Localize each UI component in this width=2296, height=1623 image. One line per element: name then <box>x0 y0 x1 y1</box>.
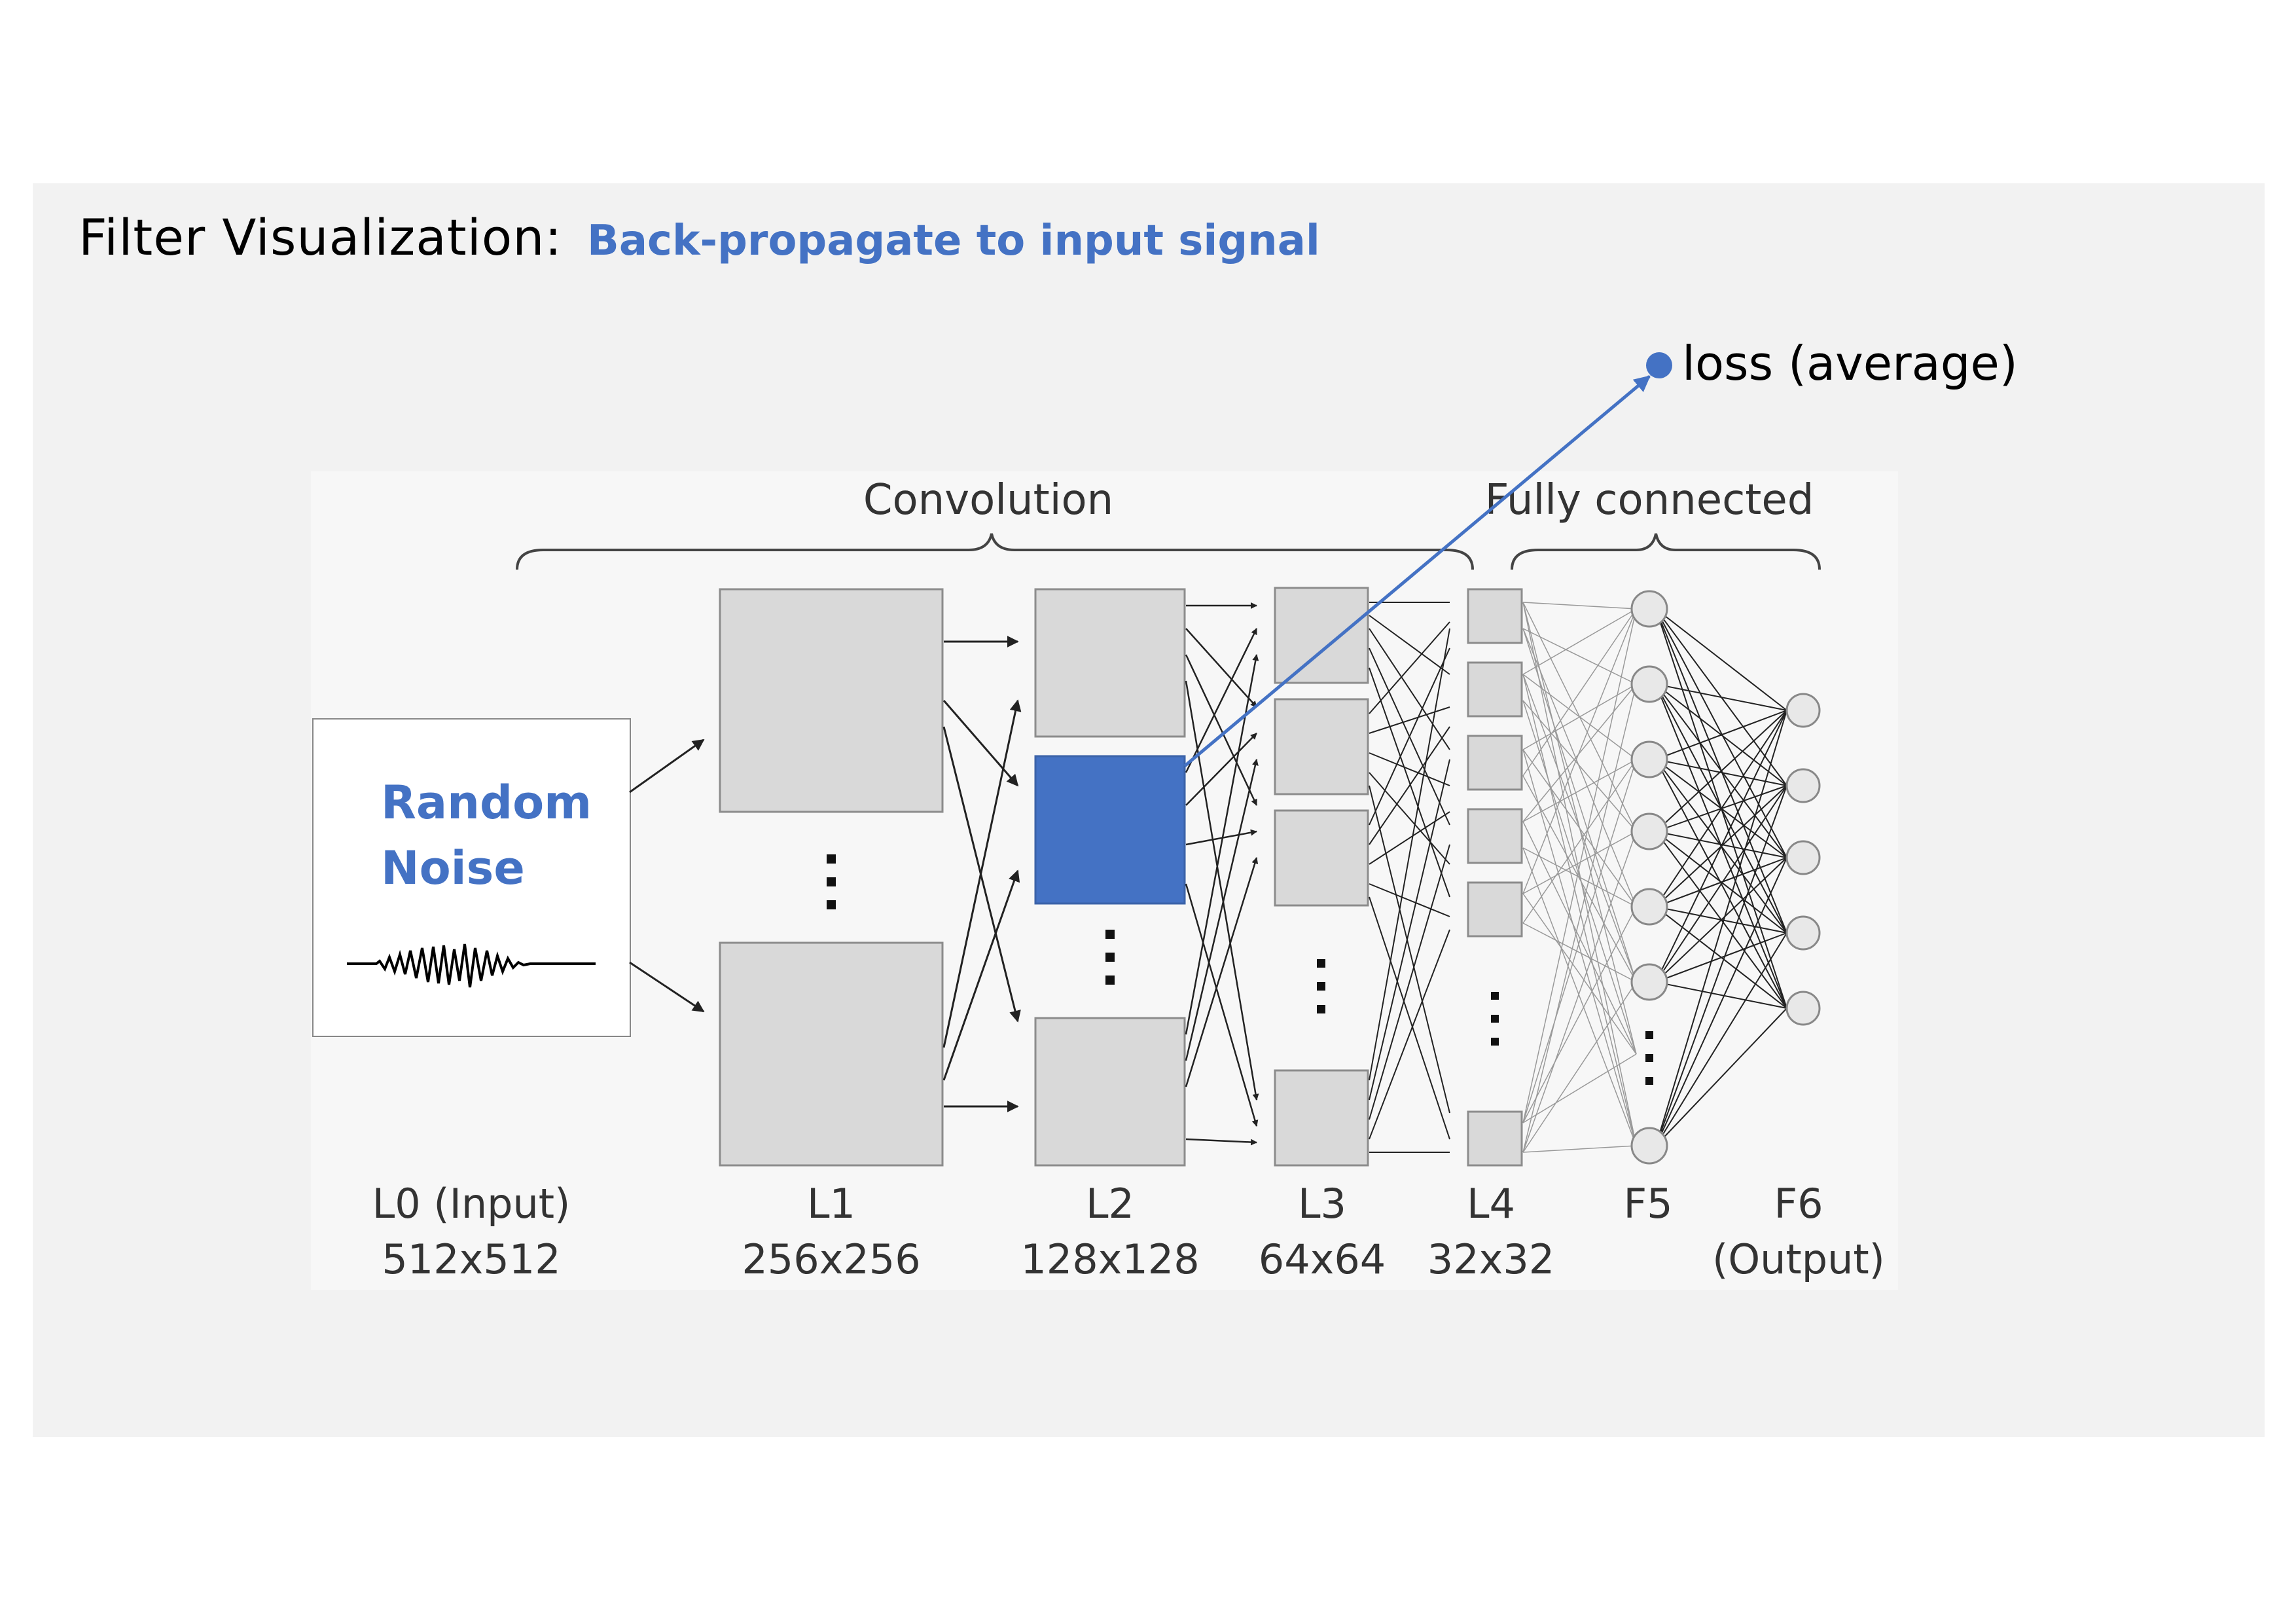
f6-neurons <box>1785 693 1821 1026</box>
layer-name-l2: L2 <box>1086 1180 1134 1228</box>
l4-maps <box>1467 588 1523 1167</box>
slide-subtitle: Back-propagate to input signal <box>587 217 1320 265</box>
random-noise-line2: Noise <box>381 841 525 895</box>
l2-map-selected <box>1034 755 1186 905</box>
layer-size-l4: 32x32 <box>1427 1235 1554 1283</box>
l2-ellipsis <box>1105 930 1115 985</box>
arrows-l1-l2 <box>942 636 1022 1112</box>
layer-name-f6: F6 <box>1774 1180 1823 1228</box>
layer-size-l3: 64x64 <box>1259 1235 1386 1283</box>
loss-dot-icon <box>1646 352 1672 378</box>
fully-connected-brace <box>1511 533 1821 570</box>
arrows-l3-l4 <box>1369 602 1450 1153</box>
layer-name-l0: L0 (Input) <box>372 1180 571 1228</box>
arrow-l0-l1-bottom <box>629 961 705 1013</box>
layer-size-f6: (Output) <box>1712 1235 1885 1283</box>
convolution-brace <box>516 533 1474 570</box>
connections-f5-f6 <box>1655 608 1787 1146</box>
l3-ellipsis <box>1317 959 1325 1013</box>
fully-connected-label: Fully connected <box>1485 476 1814 524</box>
l3-maps <box>1274 587 1369 1167</box>
l1-ellipsis <box>827 854 836 909</box>
slide-title: Filter Visualization: <box>79 208 563 266</box>
layer-size-l2: 128x128 <box>1020 1235 1199 1283</box>
convolution-label: Convolution <box>863 476 1113 524</box>
l4-ellipsis <box>1491 992 1499 1046</box>
l2-map-top <box>1034 588 1186 738</box>
layer-labels: L0 (Input) 512x512 L1 256x256 L2 128x128… <box>372 1180 1885 1283</box>
noise-waveform <box>347 943 596 988</box>
l1-map-top <box>719 588 944 813</box>
arrows-l2-l3 <box>1185 602 1259 1146</box>
layer-name-l4: L4 <box>1467 1180 1515 1228</box>
slide-heading: Filter Visualization: Back-propagate to … <box>79 208 1320 280</box>
arrow-l0-l1-top <box>629 739 705 793</box>
layer-name-l3: L3 <box>1298 1180 1346 1228</box>
random-noise-line1: Random <box>381 776 592 830</box>
loss-label: loss (average) <box>1682 336 2018 391</box>
layer-size-l1: 256x256 <box>742 1235 920 1283</box>
layer-name-f5: F5 <box>1623 1180 1672 1228</box>
f5-ellipsis <box>1645 1031 1653 1085</box>
l1-map-bottom <box>719 941 944 1167</box>
layer-size-l0: 512x512 <box>382 1235 560 1283</box>
backprop-arrow <box>1183 375 1651 767</box>
f5-neurons <box>1630 590 1668 1165</box>
l2-map-bottom <box>1034 1017 1186 1167</box>
connections-l4-f5 <box>1522 602 1637 1153</box>
layer-name-l1: L1 <box>807 1180 855 1228</box>
